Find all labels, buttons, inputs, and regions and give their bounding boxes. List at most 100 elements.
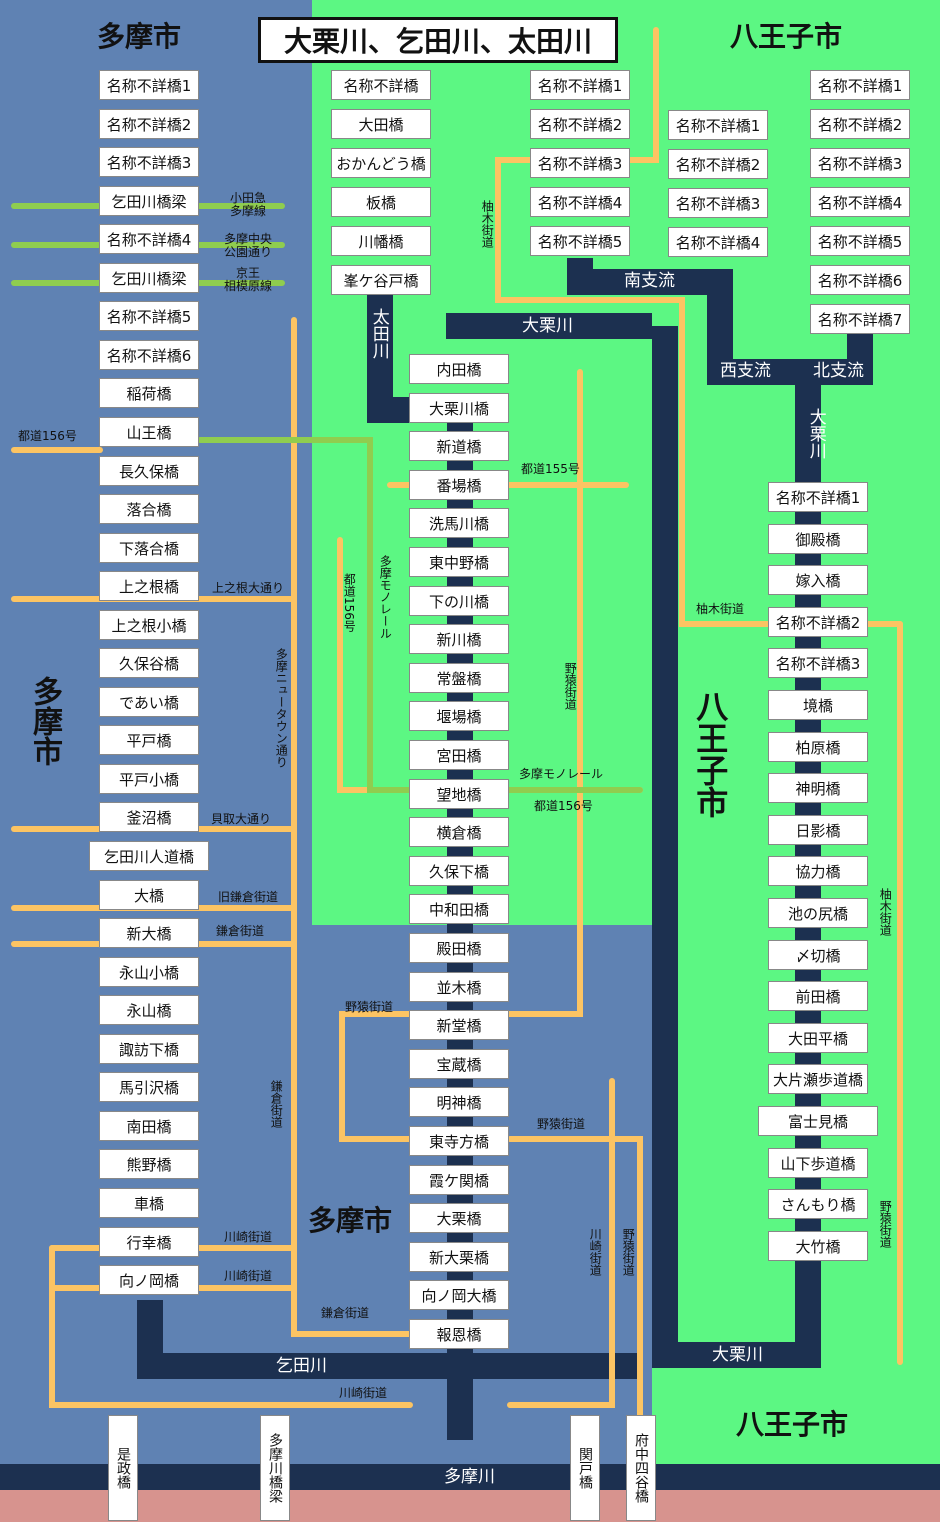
kotta-bridge[interactable]: 久保谷橋 bbox=[99, 648, 199, 678]
kotta-bridge[interactable]: 名称不詳橋6 bbox=[99, 340, 199, 370]
tamagawa-bridge[interactable]: 是政橋 bbox=[108, 1415, 138, 1521]
okuri-main-bridge[interactable]: 横倉橋 bbox=[409, 817, 509, 847]
okuri-upper-bridge[interactable]: 〆切橋 bbox=[768, 940, 868, 970]
kotta-bridge[interactable]: 平戸小橋 bbox=[99, 764, 199, 794]
kotta-bridge[interactable]: 名称不詳橋3 bbox=[99, 147, 199, 177]
okuri-upper-bridge[interactable]: 神明橋 bbox=[768, 773, 868, 803]
okuri-main-bridge[interactable]: 新川橋 bbox=[409, 624, 509, 654]
kotta-bridge[interactable]: 名称不詳橋5 bbox=[99, 301, 199, 331]
okuri-upper-bridge[interactable]: 協力橋 bbox=[768, 856, 868, 886]
west-branch-bridge[interactable]: 名称不詳橋4 bbox=[668, 227, 768, 257]
west-branch-bridge[interactable]: 名称不詳橋3 bbox=[668, 188, 768, 218]
okuri-main-bridge[interactable]: 大栗川橋 bbox=[409, 393, 509, 423]
okuri-main-bridge[interactable]: 望地橋 bbox=[409, 779, 509, 809]
okuri-main-bridge[interactable]: 新堂橋 bbox=[409, 1010, 509, 1040]
kotta-bridge[interactable]: 下落合橋 bbox=[99, 533, 199, 563]
ota-bridge[interactable]: 川幡橋 bbox=[331, 226, 431, 256]
kotta-bridge[interactable]: 乞田川人道橋 bbox=[89, 841, 209, 871]
west-branch-bridge[interactable]: 名称不詳橋2 bbox=[668, 149, 768, 179]
south-branch-bridge[interactable]: 名称不詳橋3 bbox=[530, 148, 630, 178]
okuri-upper-bridge[interactable]: 富士見橋 bbox=[758, 1106, 878, 1136]
okuri-main-bridge[interactable]: 番場橋 bbox=[409, 470, 509, 500]
kotta-bridge[interactable]: 永山橋 bbox=[99, 995, 199, 1025]
okuri-main-bridge[interactable]: 報恩橋 bbox=[409, 1319, 509, 1349]
okuri-upper-bridge[interactable]: 境橋 bbox=[768, 690, 868, 720]
ota-bridge[interactable]: 名称不詳橋 bbox=[331, 70, 431, 100]
tamagawa-bridge[interactable]: 関戸橋 bbox=[570, 1415, 600, 1521]
okuri-main-bridge[interactable]: 新大栗橋 bbox=[409, 1242, 509, 1272]
kotta-bridge[interactable]: 稲荷橋 bbox=[99, 378, 199, 408]
okuri-main-bridge[interactable]: 並木橋 bbox=[409, 972, 509, 1002]
kotta-bridge[interactable]: 永山小橋 bbox=[99, 957, 199, 987]
okuri-main-bridge[interactable]: 中和田橋 bbox=[409, 894, 509, 924]
kotta-bridge[interactable]: 熊野橋 bbox=[99, 1149, 199, 1179]
south-branch-bridge[interactable]: 名称不詳橋1 bbox=[530, 70, 630, 100]
kotta-bridge[interactable]: 釜沼橋 bbox=[99, 802, 199, 832]
okuri-main-bridge[interactable]: 宮田橋 bbox=[409, 740, 509, 770]
kotta-bridge[interactable]: 長久保橋 bbox=[99, 456, 199, 486]
okuri-main-bridge[interactable]: 明神橋 bbox=[409, 1087, 509, 1117]
kotta-bridge[interactable]: 行幸橋 bbox=[99, 1227, 199, 1257]
okuri-upper-bridge[interactable]: 前田橋 bbox=[768, 981, 868, 1011]
kotta-bridge[interactable]: であい橋 bbox=[99, 687, 199, 717]
tamagawa-bridge[interactable]: 府中四谷橋 bbox=[626, 1415, 656, 1521]
okuri-main-bridge[interactable]: 向ノ岡大橋 bbox=[409, 1280, 509, 1310]
okuri-upper-bridge[interactable]: 大田平橋 bbox=[768, 1023, 868, 1053]
okuri-main-bridge[interactable]: 洗馬川橋 bbox=[409, 508, 509, 538]
kotta-bridge[interactable]: 平戸橋 bbox=[99, 725, 199, 755]
okuri-upper-bridge[interactable]: さんもり橋 bbox=[768, 1189, 868, 1219]
north-branch-bridge[interactable]: 名称不詳橋3 bbox=[810, 148, 910, 178]
okuri-upper-bridge[interactable]: 名称不詳橋3 bbox=[768, 648, 868, 678]
kotta-bridge[interactable]: 名称不詳橋2 bbox=[99, 109, 199, 139]
okuri-upper-bridge[interactable]: 日影橋 bbox=[768, 815, 868, 845]
kotta-bridge[interactable]: 上之根小橋 bbox=[99, 610, 199, 640]
okuri-upper-bridge[interactable]: 柏原橋 bbox=[768, 732, 868, 762]
tamagawa-bridge[interactable]: 多摩川橋梁 bbox=[260, 1415, 290, 1521]
okuri-main-bridge[interactable]: 久保下橋 bbox=[409, 856, 509, 886]
kotta-bridge[interactable]: 諏訪下橋 bbox=[99, 1034, 199, 1064]
okuri-upper-bridge[interactable]: 嫁入橋 bbox=[768, 565, 868, 595]
kotta-bridge[interactable]: 山王橋 bbox=[99, 417, 199, 447]
okuri-main-bridge[interactable]: 東寺方橋 bbox=[409, 1126, 509, 1156]
west-branch-bridge[interactable]: 名称不詳橋1 bbox=[668, 110, 768, 140]
okuri-upper-bridge[interactable]: 名称不詳橋2 bbox=[768, 607, 868, 637]
okuri-upper-bridge[interactable]: 名称不詳橋1 bbox=[768, 482, 868, 512]
kotta-bridge[interactable]: 馬引沢橋 bbox=[99, 1072, 199, 1102]
kotta-bridge[interactable]: 南田橋 bbox=[99, 1111, 199, 1141]
okuri-upper-bridge[interactable]: 大片瀬歩道橋 bbox=[768, 1064, 868, 1094]
okuri-main-bridge[interactable]: 霞ケ関橋 bbox=[409, 1165, 509, 1195]
north-branch-bridge[interactable]: 名称不詳橋2 bbox=[810, 109, 910, 139]
ota-bridge[interactable]: 峯ケ谷戸橋 bbox=[331, 265, 431, 295]
kotta-bridge[interactable]: 落合橋 bbox=[99, 494, 199, 524]
okuri-main-bridge[interactable]: 内田橋 bbox=[409, 354, 509, 384]
south-branch-bridge[interactable]: 名称不詳橋5 bbox=[530, 226, 630, 256]
ota-bridge[interactable]: おかんどう橋 bbox=[331, 148, 431, 178]
north-branch-bridge[interactable]: 名称不詳橋5 bbox=[810, 226, 910, 256]
south-branch-bridge[interactable]: 名称不詳橋2 bbox=[530, 109, 630, 139]
kotta-bridge[interactable]: 大橋 bbox=[99, 880, 199, 910]
kotta-bridge[interactable]: 上之根橋 bbox=[99, 571, 199, 601]
okuri-main-bridge[interactable]: 新道橋 bbox=[409, 431, 509, 461]
ota-bridge[interactable]: 板橋 bbox=[331, 187, 431, 217]
okuri-upper-bridge[interactable]: 山下歩道橋 bbox=[768, 1148, 868, 1178]
okuri-main-bridge[interactable]: 殿田橋 bbox=[409, 933, 509, 963]
kotta-bridge[interactable]: 名称不詳橋4 bbox=[99, 224, 199, 254]
okuri-main-bridge[interactable]: 東中野橋 bbox=[409, 547, 509, 577]
kotta-bridge[interactable]: 名称不詳橋1 bbox=[99, 70, 199, 100]
kotta-bridge[interactable]: 向ノ岡橋 bbox=[99, 1265, 199, 1295]
north-branch-bridge[interactable]: 名称不詳橋6 bbox=[810, 265, 910, 295]
north-branch-bridge[interactable]: 名称不詳橋4 bbox=[810, 187, 910, 217]
north-branch-bridge[interactable]: 名称不詳橋7 bbox=[810, 304, 910, 334]
okuri-main-bridge[interactable]: 下の川橋 bbox=[409, 586, 509, 616]
north-branch-bridge[interactable]: 名称不詳橋1 bbox=[810, 70, 910, 100]
south-branch-bridge[interactable]: 名称不詳橋4 bbox=[530, 187, 630, 217]
okuri-upper-bridge[interactable]: 大竹橋 bbox=[768, 1231, 868, 1261]
kotta-bridge[interactable]: 新大橋 bbox=[99, 918, 199, 948]
ota-bridge[interactable]: 大田橋 bbox=[331, 109, 431, 139]
okuri-main-bridge[interactable]: 大栗橋 bbox=[409, 1203, 509, 1233]
kotta-bridge[interactable]: 乞田川橋梁 bbox=[99, 263, 199, 293]
kotta-bridge[interactable]: 車橋 bbox=[99, 1188, 199, 1218]
okuri-upper-bridge[interactable]: 御殿橋 bbox=[768, 524, 868, 554]
kotta-bridge[interactable]: 乞田川橋梁 bbox=[99, 186, 199, 216]
okuri-upper-bridge[interactable]: 池の尻橋 bbox=[768, 898, 868, 928]
